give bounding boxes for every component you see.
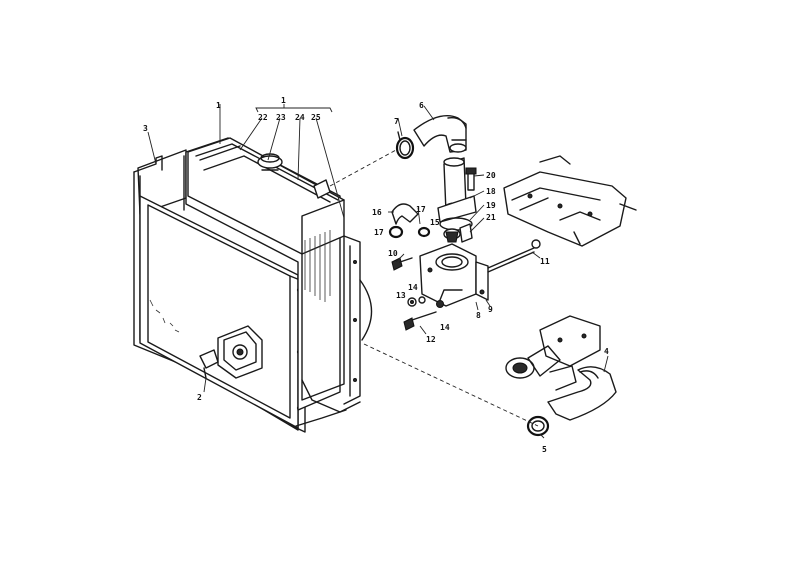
callout-17-left: 17 — [374, 228, 384, 237]
washer-13 — [407, 297, 417, 307]
radiator-core — [183, 137, 373, 427]
callout-3: 3 — [143, 124, 148, 133]
callout-21: 21 — [486, 213, 496, 222]
callout-17-right: 17 — [416, 205, 426, 214]
upper-hose — [413, 115, 467, 153]
thermostat-housing — [419, 243, 489, 307]
hose-clamp-7 — [395, 131, 415, 160]
bypass-hose-16 — [391, 203, 419, 225]
bolt-12 — [403, 311, 437, 331]
callout-15: 15 — [430, 218, 440, 227]
assembly-leader-lines — [147, 104, 609, 439]
callout-10: 10 — [388, 249, 398, 258]
sensor-21 — [459, 223, 473, 243]
callout-13: 13 — [396, 291, 406, 300]
thermostat-15 — [443, 228, 461, 243]
bolt-10 — [391, 257, 413, 271]
callout-22: 22 — [258, 113, 268, 122]
callout-14-lower: 14 — [440, 323, 450, 332]
callout-5: 5 — [542, 445, 547, 454]
callout-11: 11 — [540, 257, 550, 266]
fan-bracket — [199, 325, 263, 379]
callout-6: 6 — [419, 101, 424, 110]
engine-block-fragment — [503, 155, 637, 247]
callout-23: 23 — [276, 113, 286, 122]
callout-8: 8 — [476, 311, 481, 320]
callout-25: 25 — [311, 113, 321, 122]
callout-12: 12 — [426, 335, 436, 344]
rod-11 — [487, 239, 541, 273]
callout-14-upper: 14 — [408, 283, 418, 292]
callout-18: 18 — [486, 187, 496, 196]
callout-19: 19 — [486, 201, 496, 210]
callout-labels: 1 1 22 23 24 25 3 2 6 7 20 18 19 21 16 1… — [143, 96, 609, 454]
callout-16: 16 — [372, 208, 382, 217]
callout-4: 4 — [604, 347, 609, 356]
hose-clamp-5 — [526, 415, 550, 437]
callout-9: 9 — [488, 305, 493, 314]
callout-24: 24 — [295, 113, 305, 122]
callout-2: 2 — [197, 393, 202, 402]
bolt-20 — [465, 167, 477, 191]
callout-20: 20 — [486, 171, 496, 180]
lower-hose — [547, 366, 617, 421]
callout-1-top: 1 — [281, 96, 286, 105]
callout-7: 7 — [394, 117, 399, 126]
clamp-17 — [388, 225, 431, 239]
callout-1: 1 — [216, 101, 221, 110]
water-outlet-pipe — [437, 157, 477, 223]
washers-14 — [418, 296, 444, 308]
water-pump — [505, 315, 601, 391]
